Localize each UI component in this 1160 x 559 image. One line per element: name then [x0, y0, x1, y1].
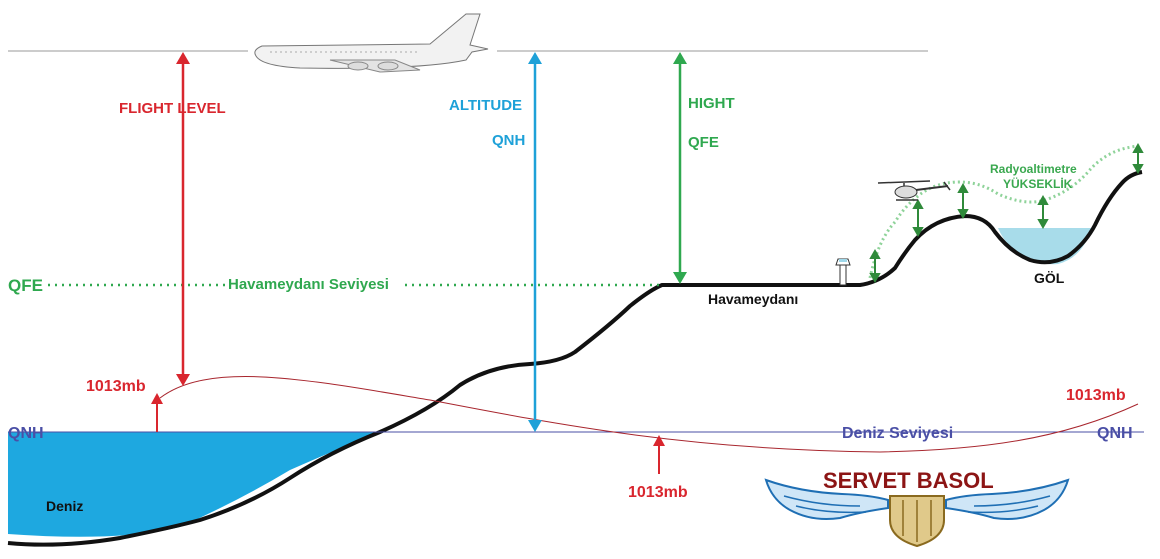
pilot-wings-logo: SERVET BASOL: [764, 468, 1070, 548]
radio-altimeter-label-1: Radyoaltimetre: [990, 162, 1077, 176]
helicopter-icon: [877, 180, 951, 201]
pressure-right-label: 1013mb: [1066, 387, 1126, 404]
airfield-level-label: Havameydanı Seviyesi: [228, 276, 389, 293]
control-tower-icon: [835, 258, 851, 286]
airplane-icon: [254, 13, 489, 73]
altitude-arrow: [528, 52, 542, 432]
sea-level-label: Deniz Seviyesi: [842, 425, 953, 442]
qfe-left-label: QFE: [8, 276, 43, 295]
qnh-right-label: QNH: [1097, 425, 1133, 442]
radio-altimeter-profile: [868, 144, 1141, 279]
hight-qfe-label: QFE: [688, 134, 719, 151]
qnh-left-label: QNH: [8, 425, 44, 442]
altitude-label: ALTITUDE: [449, 97, 522, 114]
pressure-arrow-left: [151, 393, 163, 432]
hight-arrow: [673, 52, 687, 284]
altitude-qnh-label: QNH: [492, 132, 525, 149]
sea-area: [8, 432, 380, 537]
pressure-mid-label: 1013mb: [628, 484, 688, 501]
sea-label: Deniz: [46, 498, 83, 514]
author-logo-text: SERVET BASOL: [823, 468, 994, 493]
pressure-surface-curve: [159, 376, 1139, 453]
lake-label: GÖL: [1034, 270, 1065, 286]
flight-level-label: FLIGHT LEVEL: [119, 100, 226, 117]
pressure-left-label: 1013mb: [86, 378, 146, 395]
terrain-profile: [7, 170, 1143, 547]
pressure-arrow-mid: [653, 435, 665, 474]
flight-level-arrow: [176, 52, 190, 386]
radio-altimeter-arrows: [869, 142, 1144, 284]
radio-altimeter-label-2: YÜKSEKLİK: [1003, 176, 1073, 191]
airfield-label: Havameydanı: [708, 291, 798, 307]
hight-label: HIGHT: [688, 95, 735, 112]
